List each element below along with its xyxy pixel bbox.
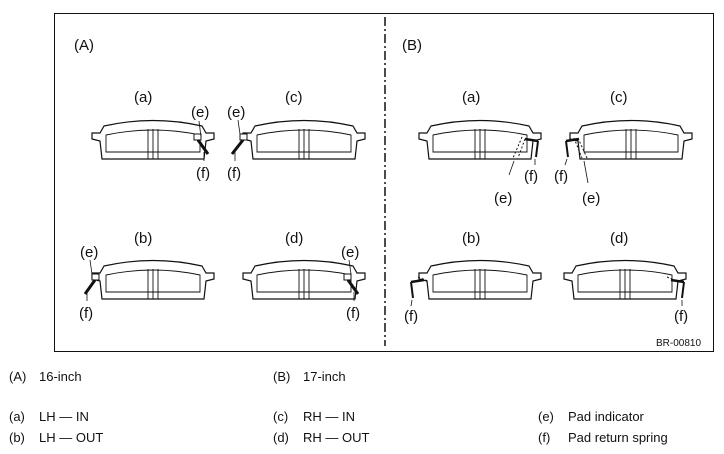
legend-17-inch: (B) 17-inch [273, 369, 346, 384]
legend-key: (B) [273, 369, 291, 384]
legend-rh-out: (d) RH — OUT [273, 430, 369, 445]
pad-spring-b17 [410, 278, 425, 284]
legend-key: (f) [538, 430, 551, 445]
legend-key: (b) [9, 430, 25, 445]
svg-text:(d): (d) [285, 230, 303, 247]
legend-16-inch: (A) 16-inch [9, 369, 82, 384]
pad-a-16: (a) (e) (f) [91, 89, 215, 182]
svg-text:(f): (f) [227, 165, 241, 182]
legend-text: Pad return spring [568, 430, 668, 445]
figure-frame [54, 13, 714, 352]
legend-text: Pad indicator [568, 409, 644, 424]
svg-text:(d): (d) [610, 230, 628, 247]
pad-spring-a17 [524, 137, 539, 143]
svg-text:(e): (e) [494, 190, 512, 207]
pad-spring-c17 [565, 137, 580, 143]
pad-indicator-b17 [417, 276, 429, 282]
pad-indicator-c16 [239, 133, 248, 141]
svg-text:(c): (c) [285, 89, 303, 106]
pad-indicator-a17 [512, 136, 526, 159]
svg-text:(e): (e) [341, 244, 359, 261]
pad-indicator-d16 [343, 273, 352, 281]
pad-indicator-d17 [666, 276, 678, 282]
legend-key: (d) [273, 430, 289, 445]
legend-text: RH — IN [303, 409, 355, 424]
svg-text:(f): (f) [554, 168, 568, 185]
svg-text:(f): (f) [674, 308, 688, 325]
brake-pad-diagram: (A) (B) (a) (e) (f) (c) (e) (f) (b) [54, 13, 714, 352]
svg-text:(f): (f) [196, 165, 210, 182]
panel-a-label: (A) [74, 37, 94, 54]
pad-spring-d16 [346, 279, 360, 295]
pad-spring-a16 [196, 139, 210, 155]
pad-c-17: (c) (e) (f) [554, 89, 693, 207]
legend-key: (A) [9, 369, 27, 384]
pad-c-16: (c) (e) (f) [227, 89, 366, 182]
pad-indicator-a16 [193, 133, 202, 141]
pad-spring-c16 [230, 139, 245, 155]
panel-b-label: (B) [402, 37, 422, 54]
pad-d-16: (d) (e) (f) [242, 230, 366, 322]
svg-text:(f): (f) [404, 308, 418, 325]
svg-text:(e): (e) [191, 104, 209, 121]
pad-indicator-c17 [573, 137, 588, 159]
legend-rh-in: (c) RH — IN [273, 409, 355, 424]
legend-text: 16-inch [39, 369, 82, 384]
legend-pad-return-spring: (f) Pad return spring [538, 430, 668, 445]
figure-code: BR-00810 [656, 338, 701, 349]
legend-text: LH — OUT [39, 430, 104, 445]
svg-text:(f): (f) [524, 168, 538, 185]
pad-spring-d17 [670, 278, 685, 284]
pad-a-17: (a) (e) (f) [418, 89, 542, 207]
legend-text: RH — OUT [303, 430, 370, 445]
pad-b-17: (b) (f) [404, 230, 542, 325]
svg-text:(c): (c) [610, 89, 628, 106]
legend-pad-indicator: (e) Pad indicator [538, 409, 644, 424]
pad-spring-b16 [83, 279, 97, 295]
svg-text:(f): (f) [79, 305, 93, 322]
legend-text: LH — IN [39, 409, 89, 424]
legend-key: (e) [538, 409, 554, 424]
legend-key: (a) [9, 409, 25, 424]
svg-text:(e): (e) [582, 190, 600, 207]
svg-text:(a): (a) [134, 89, 152, 106]
legend-lh-in: (a) LH — IN [9, 409, 89, 424]
svg-text:(f): (f) [346, 305, 360, 322]
legend-text: 17-inch [303, 369, 346, 384]
pad-b-16: (b) (e) (f) [79, 230, 215, 322]
pad-d-17: (d) (f) [563, 230, 688, 325]
svg-text:(e): (e) [80, 244, 98, 261]
legend-key: (c) [273, 409, 289, 424]
svg-text:(b): (b) [134, 230, 152, 247]
svg-text:(e): (e) [227, 104, 245, 121]
pad-indicator-b16 [91, 273, 100, 281]
svg-text:(a): (a) [462, 89, 480, 106]
legend-lh-out: (b) LH — OUT [9, 430, 103, 445]
svg-text:(b): (b) [462, 230, 480, 247]
